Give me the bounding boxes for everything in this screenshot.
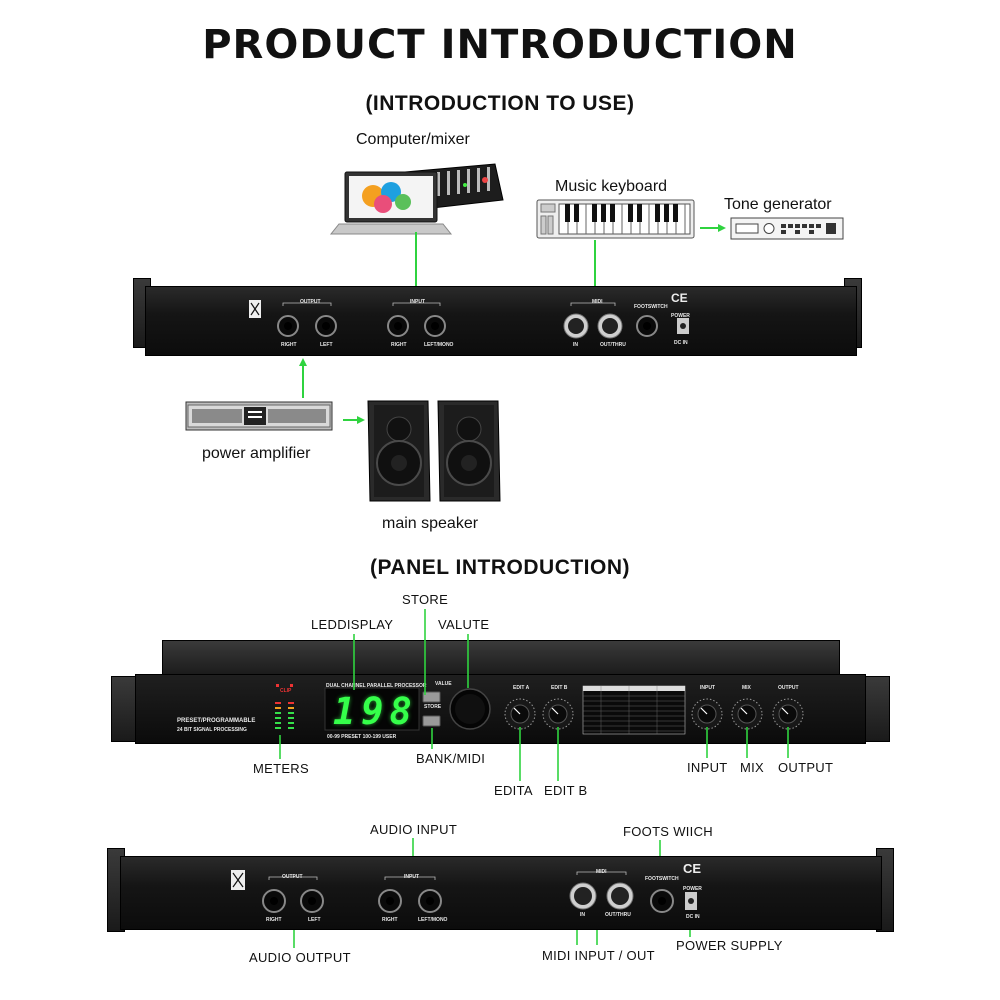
tone-generator-label: Tone generator bbox=[724, 196, 832, 213]
laptop-mixer-icon bbox=[329, 163, 504, 235]
rear-bottom-right-out-label: RIGHT bbox=[266, 917, 282, 923]
section-title-use: (INTRODUCTION TO USE) bbox=[365, 92, 635, 115]
rear-panel-top-details bbox=[249, 300, 689, 339]
rear-panel-bottom bbox=[120, 856, 882, 930]
rear-panel-top bbox=[145, 286, 857, 356]
rear-bottom-left-out-label: LEFT bbox=[308, 917, 321, 923]
callout-input: INPUT bbox=[687, 760, 728, 775]
rear-top-input-label: INPUT bbox=[410, 299, 425, 305]
clip-panel-label: CLIP bbox=[280, 688, 292, 694]
callout-store: STORE bbox=[402, 592, 449, 607]
preset-note: 00-99 PRESET 100-199 USER bbox=[327, 734, 397, 740]
callout-audio-input: AUDIO INPUT bbox=[370, 822, 458, 837]
callout-audio-output: AUDIO OUTPUT bbox=[249, 950, 351, 965]
callout-mix: MIX bbox=[740, 760, 765, 775]
callout-led-display: LEDDISPLAY bbox=[311, 617, 394, 632]
main-speaker-label: main speaker bbox=[382, 515, 479, 532]
computer-mixer-label: Computer/mixer bbox=[356, 131, 470, 148]
callout-output: OUTPUT bbox=[778, 760, 834, 775]
callout-valute: VALUTE bbox=[438, 617, 490, 632]
led-display: 198 bbox=[333, 690, 418, 733]
value-panel-label: VALUE bbox=[435, 681, 452, 687]
callout-bank-midi: BANK/MIDI bbox=[416, 751, 486, 766]
music-keyboard-icon bbox=[536, 199, 695, 239]
rear-top-power-label: POWER bbox=[671, 313, 690, 319]
callout-edit-a: EDITA bbox=[494, 783, 533, 798]
rear-top-left-out-label: LEFT bbox=[320, 342, 333, 348]
rear-top-output-label: OUTPUT bbox=[300, 299, 321, 305]
front-panel-details bbox=[275, 684, 804, 735]
brand-line-1: PRESET/PROGRAMMABLE bbox=[177, 718, 256, 724]
mix-panel-label: MIX bbox=[742, 685, 751, 691]
callout-edit-b: EDIT B bbox=[544, 783, 588, 798]
rear-top-dc-in-label: DC IN bbox=[674, 340, 688, 346]
callout-meters: METERS bbox=[253, 761, 309, 776]
callout-midi-input-out: MIDI INPUT / OUT bbox=[542, 948, 655, 963]
rear-top-right-out-label: RIGHT bbox=[281, 342, 297, 348]
rear-bottom-dc-in-label: DC IN bbox=[686, 914, 700, 920]
rear-bottom-right-in-label: RIGHT bbox=[382, 917, 398, 923]
processor-title: DUAL CHANNEL PARALLEL PROCESSOR bbox=[326, 683, 427, 689]
rear-top-midi-label: MIDI bbox=[592, 299, 603, 305]
rear-bottom-input-label: INPUT bbox=[404, 874, 419, 880]
callout-foot-switch: FOOTS WIICH bbox=[623, 824, 713, 839]
input-panel-label: INPUT bbox=[700, 685, 715, 691]
rear-bottom-midi-in-label: IN bbox=[580, 912, 585, 918]
rear-bottom-midi-label: MIDI bbox=[596, 869, 607, 875]
store-panel-label: STORE bbox=[424, 704, 442, 710]
rear-top-left-mono-label: LEFT/MONO bbox=[424, 342, 454, 348]
rear-bottom-out-thru-label: OUT/THRU bbox=[605, 912, 631, 918]
rear-top-footswitch-label: FOOTSWITCH bbox=[634, 304, 668, 310]
rear-top-out-thru-label: OUT/THRU bbox=[600, 342, 626, 348]
rear-bottom-footswitch-label: FOOTSWITCH bbox=[645, 876, 679, 882]
output-panel-label: OUTPUT bbox=[778, 685, 799, 691]
rear-bottom-power-label: POWER bbox=[683, 886, 702, 892]
power-amplifier-icon bbox=[185, 401, 333, 431]
page-title: PRODUCT INTRODUCTION bbox=[202, 22, 798, 68]
rear-bottom-left-mono-label: LEFT/MONO bbox=[418, 917, 448, 923]
rear-top-midi-in-label: IN bbox=[573, 342, 578, 348]
brand-line-2: 24 BIT SIGNAL PROCESSING bbox=[177, 727, 247, 733]
rear-bottom-ce-mark: CE bbox=[683, 861, 702, 876]
rear-top-ce-mark: CE bbox=[671, 291, 688, 305]
edit-a-panel-label: EDIT A bbox=[513, 685, 530, 691]
rear-panel-bottom-details bbox=[231, 870, 697, 913]
power-amplifier-label: power amplifier bbox=[202, 445, 311, 462]
callout-power-supply: POWER SUPPLY bbox=[676, 938, 783, 953]
rear-bottom-output-label: OUTPUT bbox=[282, 874, 303, 880]
tone-generator-icon bbox=[730, 217, 844, 240]
music-keyboard-label: Music keyboard bbox=[555, 178, 668, 195]
edit-b-panel-label: EDIT B bbox=[551, 685, 568, 691]
section-title-panel: (PANEL INTRODUCTION) bbox=[369, 556, 631, 579]
main-speaker-icon bbox=[367, 400, 501, 502]
rear-top-right-in-label: RIGHT bbox=[391, 342, 407, 348]
